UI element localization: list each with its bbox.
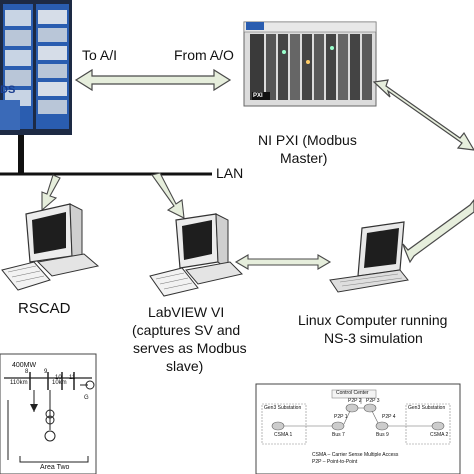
- labview-label-line3: serves as Modbus: [133, 340, 247, 356]
- labview-label-line4: slave): [166, 358, 204, 374]
- labview-computer: [149, 213, 243, 297]
- rscad-distance-110km: 110km: [10, 380, 28, 386]
- ns3-substation-left: Gen3 Substation: [264, 405, 302, 411]
- rscad-power-label: 400MW: [12, 362, 37, 369]
- linux-label-line2: NS-3 simulation: [324, 330, 423, 346]
- ns3-control-center: Control Center: [336, 390, 369, 396]
- rscad-label: RSCAD: [18, 300, 71, 317]
- labview-label-line2: (captures SV and: [132, 322, 241, 338]
- ns3-network-diagram: [255, 383, 461, 474]
- lan-label: LAN: [216, 165, 244, 181]
- nipxi-label-line2: Master): [280, 150, 328, 166]
- rack-lan-cable: [18, 135, 24, 173]
- rscad-computer: [1, 203, 100, 291]
- rscad-bus-9: 9: [44, 369, 48, 375]
- rscad-area-label: Area Two: [40, 464, 70, 471]
- pxi-linux-arrow-lower: [402, 199, 474, 264]
- ns3-substation-right: Gen3 Substation: [408, 405, 446, 411]
- lan-to-labview-arrow: [151, 172, 185, 219]
- ns3-bus-9: Bus 9: [376, 432, 389, 438]
- rscad-bus-10: 10: [55, 375, 62, 381]
- rscad-distance-10km: 10km: [52, 380, 67, 386]
- ns3-p2p-2: P2P 2: [348, 398, 362, 404]
- linux-laptop: [329, 221, 409, 293]
- rtds-rack: [0, 0, 72, 135]
- ns3-footer-line2: P2P – Point-to-Point: [312, 459, 358, 465]
- labview-linux-arrow: [234, 254, 332, 270]
- ns3-csma-1: CSMA 1: [274, 432, 293, 438]
- rscad-bus-8: 8: [25, 369, 29, 375]
- to-ai-label: To A/I: [82, 47, 118, 63]
- ai-ao-arrow: [74, 68, 232, 92]
- ns3-p2p-3: P2P 3: [366, 398, 380, 404]
- rscad-bus-11: 11: [69, 375, 76, 381]
- ns3-p2p-1: P2P 1: [334, 414, 348, 420]
- ns3-p2p-4: P2P 4: [382, 414, 396, 420]
- nipxi-label-line1: NI PXI (Modbus: [258, 132, 357, 148]
- linux-label-line1: Linux Computer running: [298, 312, 448, 328]
- rscad-one-line-diagram: [0, 353, 97, 474]
- from-ao-label: From A/O: [174, 47, 234, 63]
- rscad-gen-label: G: [84, 395, 89, 401]
- pxi-badge: PXI: [253, 93, 263, 99]
- lan-to-rscad-arrow: [41, 174, 61, 212]
- pxi-linux-arrow-upper: [372, 79, 474, 151]
- ni-pxi-chassis: [243, 21, 377, 107]
- rtds-logo-fragment: DS: [0, 84, 16, 96]
- labview-label-line1: LabVIEW VI: [148, 304, 225, 320]
- ns3-csma-2: CSMA 2: [430, 432, 449, 438]
- ns3-footer-line1: CSMA – Carrier Sense Multiple Access: [312, 452, 399, 458]
- ns3-bus-7: Bus 7: [332, 432, 345, 438]
